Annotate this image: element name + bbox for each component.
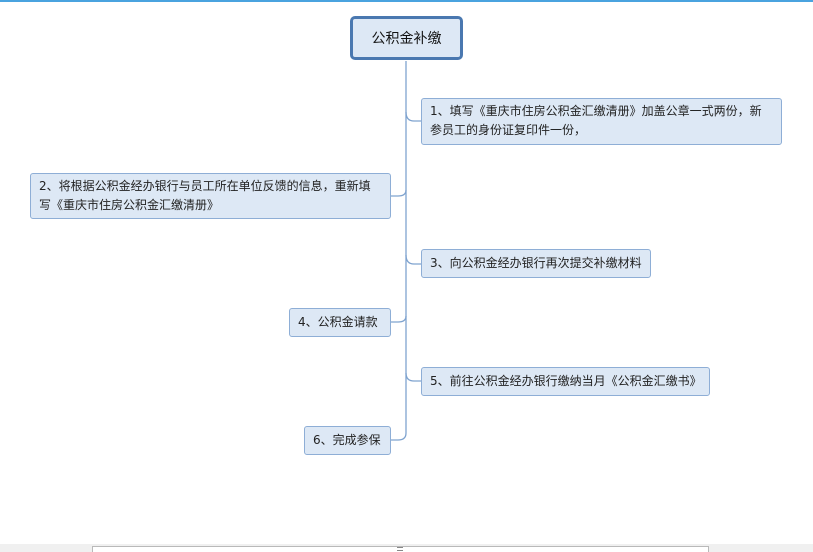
root-node[interactable]: 公积金补缴 (350, 16, 463, 60)
step-node-2[interactable]: 2、将根据公积金经办银行与员工所在单位反馈的信息，重新填写《重庆市住房公积金汇缴… (30, 173, 391, 219)
scrollbar-grip-icon (397, 547, 403, 551)
step-node-5[interactable]: 5、前往公积金经办银行缴纳当月《公积金汇缴书》 (421, 367, 710, 396)
step-text-5: 5、前往公积金经办银行缴纳当月《公积金汇缴书》 (430, 374, 702, 388)
step-text-6: 6、完成参保 (313, 433, 381, 447)
step-text-4: 4、公积金请款 (298, 315, 378, 329)
connector-step-1 (405, 111, 421, 122)
connector-step-3 (405, 254, 421, 265)
step-text-3: 3、向公积金经办银行再次提交补缴材料 (430, 256, 642, 270)
connector-step-4 (391, 315, 407, 323)
connector-step-6 (391, 432, 407, 441)
step-node-6[interactable]: 6、完成参保 (304, 426, 391, 455)
step-node-3[interactable]: 3、向公积金经办银行再次提交补缴材料 (421, 249, 651, 278)
step-text-1: 1、填写《重庆市住房公积金汇缴清册》加盖公章一式两份，新参员工的身份证复印件一份… (430, 104, 762, 137)
connector-step-5 (405, 372, 421, 382)
root-label: 公积金补缴 (371, 31, 442, 47)
scrollbar-thumb[interactable] (92, 546, 709, 552)
step-text-2: 2、将根据公积金经办银行与员工所在单位反馈的信息，重新填写《重庆市住房公积金汇缴… (39, 179, 371, 212)
step-node-1[interactable]: 1、填写《重庆市住房公积金汇缴清册》加盖公章一式两份，新参员工的身份证复印件一份… (421, 98, 782, 145)
step-node-4[interactable]: 4、公积金请款 (289, 308, 391, 337)
top-accent-bar (0, 0, 813, 2)
connector-step-2 (391, 189, 407, 197)
